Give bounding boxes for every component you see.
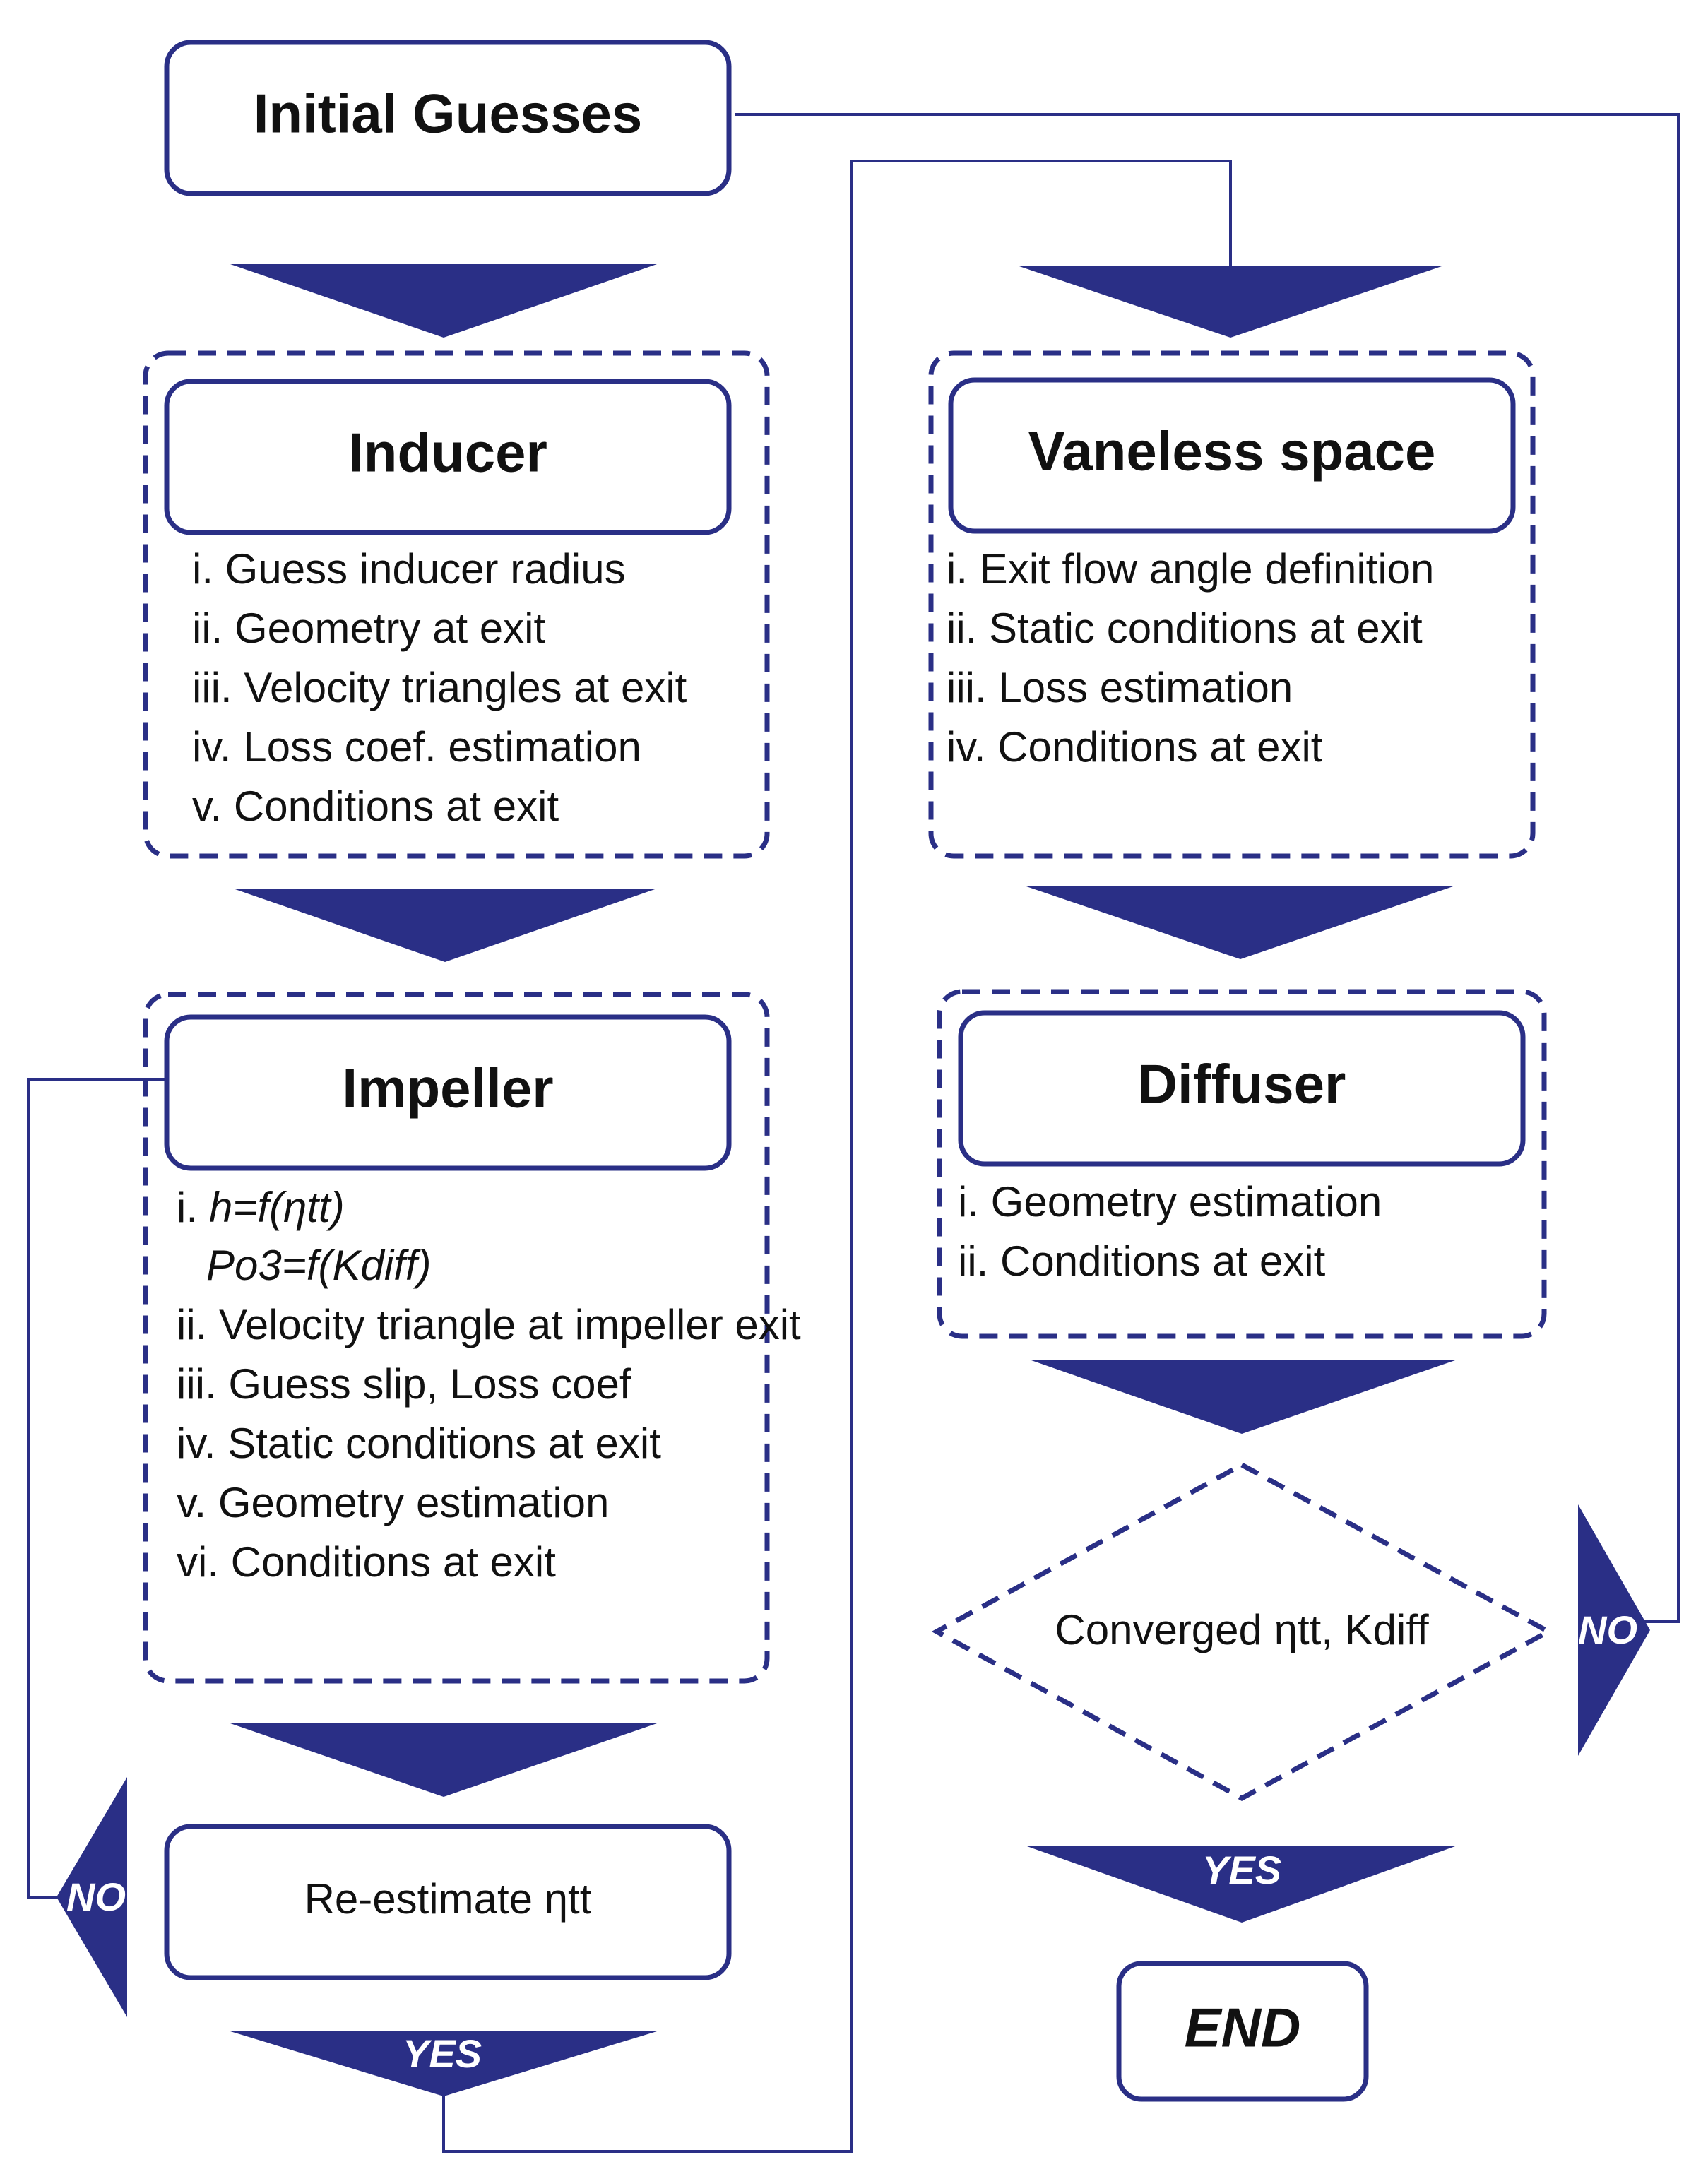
impeller-equation: h=f(ηtt) xyxy=(209,1184,345,1231)
yes-arrow-icon xyxy=(230,2031,657,2096)
inducer-step: v. Conditions at exit xyxy=(192,783,559,830)
yes-label: YES xyxy=(1202,1848,1281,1892)
impeller-step: vi. Conditions at exit xyxy=(177,1538,556,1586)
arrow-down-icon xyxy=(230,1723,657,1797)
vaneless-step: iii. Loss estimation xyxy=(947,664,1293,711)
inducer-step: i. Guess inducer radius xyxy=(192,545,626,593)
impeller-group xyxy=(143,992,770,1684)
arrow-down-icon xyxy=(1024,886,1455,959)
initial-guesses-title: Initial Guesses xyxy=(254,83,643,145)
arrow-down-icon xyxy=(230,264,657,338)
no-arrow-right-icon xyxy=(1578,1504,1650,1756)
impeller-step: iv. Static conditions at exit xyxy=(177,1420,661,1467)
inducer-title: Inducer xyxy=(348,422,547,484)
reestimate-label: Re-estimate ηtt xyxy=(304,1875,592,1923)
arrow-down-icon xyxy=(1017,266,1444,338)
decision-diamond xyxy=(931,1462,1554,1801)
vaneless-step: ii. Static conditions at exit xyxy=(947,605,1423,652)
vaneless-title: Vaneless space xyxy=(1028,420,1436,482)
impeller-step-prefix: i. xyxy=(177,1184,198,1231)
vaneless-group xyxy=(928,350,1536,859)
vaneless-step: iv. Conditions at exit xyxy=(947,723,1323,771)
vaneless-box xyxy=(948,377,1516,534)
inducer-box xyxy=(164,379,732,535)
impeller-step: ii. Velocity triangle at impeller exit xyxy=(177,1301,801,1348)
impeller-title: Impeller xyxy=(342,1057,553,1119)
diffuser-group xyxy=(937,989,1547,1339)
inducer-step: iii. Velocity triangles at exit xyxy=(192,664,687,711)
impeller-equation: Po3=f(Kdiff) xyxy=(206,1242,432,1289)
no-label: NO xyxy=(66,1875,126,1919)
yes-arrow-icon xyxy=(1027,1846,1455,1923)
reestimate-box xyxy=(164,1824,732,1980)
end-label: END xyxy=(1185,1997,1301,2059)
initial-guesses-box xyxy=(164,40,732,196)
diffuser-box xyxy=(958,1010,1526,1167)
decision-label: Converged ηtt, Kdiff xyxy=(1055,1606,1429,1653)
impeller-step: v. Geometry estimation xyxy=(177,1479,609,1526)
impeller-box xyxy=(164,1014,732,1171)
inducer-step: iv. Loss coef. estimation xyxy=(192,723,641,771)
arrow-down-icon xyxy=(1031,1360,1455,1434)
diffuser-step: i. Geometry estimation xyxy=(958,1178,1382,1225)
vaneless-step: i. Exit flow angle definition xyxy=(947,545,1434,593)
diffuser-step: ii. Conditions at exit xyxy=(958,1237,1326,1285)
diffuser-title: Diffuser xyxy=(1138,1053,1346,1115)
yes-label: YES xyxy=(403,2031,482,2076)
loop-line-impeller-no xyxy=(27,1078,165,1899)
arrow-down-icon xyxy=(233,889,657,962)
loop-line-no-to-initial xyxy=(735,113,1680,1623)
no-label: NO xyxy=(1578,1608,1637,1652)
connector-yes-to-vaneless xyxy=(442,160,1232,2153)
inducer-group xyxy=(143,350,770,859)
no-arrow-left-icon xyxy=(57,1777,127,2017)
end-box xyxy=(1116,1961,1369,2102)
impeller-step: iii. Guess slip, Loss coef xyxy=(177,1360,631,1408)
inducer-step: ii. Geometry at exit xyxy=(192,605,545,652)
